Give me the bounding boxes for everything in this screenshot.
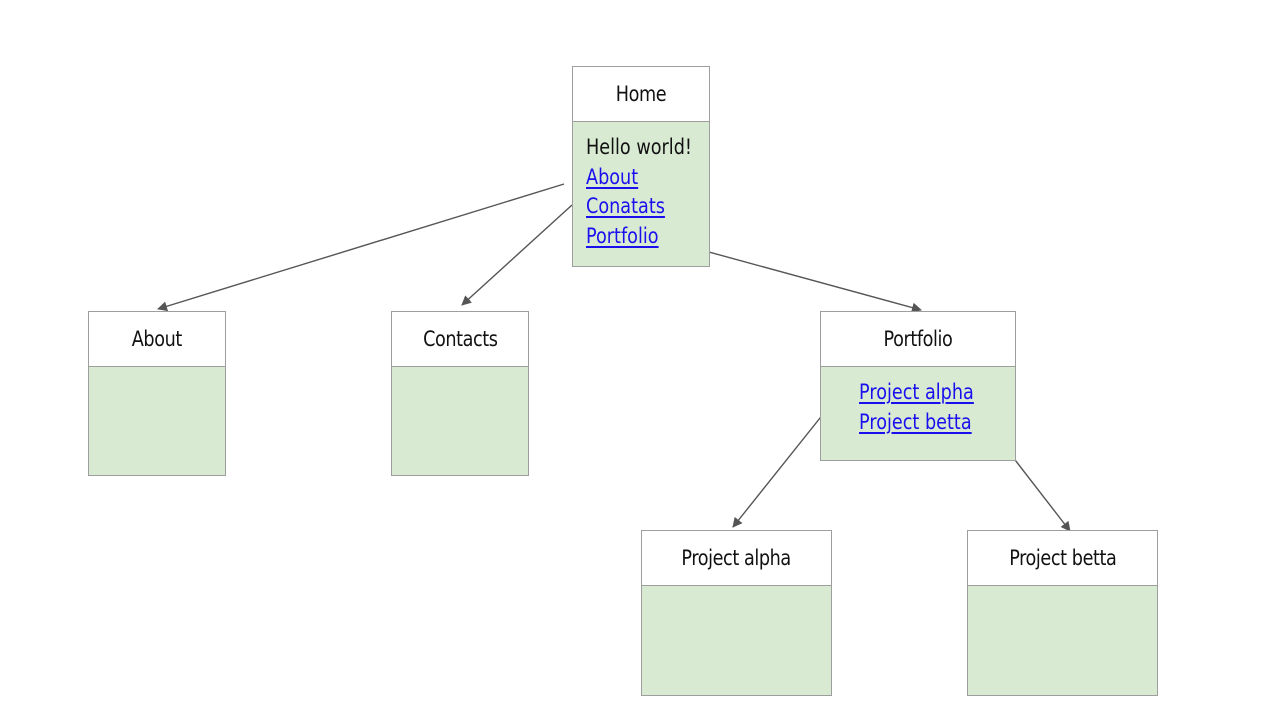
- node-project-betta-title: Project betta: [968, 531, 1157, 586]
- node-project-alpha-title: Project alpha: [642, 531, 831, 586]
- node-about-title: About: [89, 312, 225, 367]
- node-portfolio-body: Project alpha Project betta: [821, 367, 1015, 460]
- link-contacts[interactable]: Conatats: [586, 194, 665, 218]
- node-about: About: [88, 311, 226, 476]
- node-portfolio-title: Portfolio: [821, 312, 1015, 367]
- edge-home-to-contacts: [461, 204, 573, 306]
- link-project-betta[interactable]: Project betta: [859, 409, 972, 434]
- link-about[interactable]: About: [586, 164, 639, 189]
- node-home-body: Hello world! About Conatats Portfolio: [573, 122, 709, 266]
- node-contacts-title: Contacts: [392, 312, 528, 367]
- node-home: Home Hello world! About Conatats Portfol…: [572, 66, 710, 267]
- node-portfolio: Portfolio Project alpha Project betta: [820, 311, 1016, 461]
- node-home-text: Hello world!: [586, 135, 692, 159]
- node-project-alpha-body: [642, 586, 831, 695]
- node-contacts-body: [392, 367, 528, 475]
- node-about-body: [89, 367, 225, 475]
- node-project-betta-body: [968, 586, 1157, 695]
- node-contacts: Contacts: [391, 311, 529, 476]
- node-home-title: Home: [573, 67, 709, 122]
- edge-home-to-portfolio: [675, 242, 922, 313]
- node-project-betta: Project betta: [967, 530, 1158, 696]
- edge-home-to-about: [157, 183, 565, 312]
- link-project-alpha[interactable]: Project alpha: [859, 380, 974, 404]
- link-portfolio[interactable]: Portfolio: [586, 223, 659, 248]
- node-project-alpha: Project alpha: [641, 530, 832, 696]
